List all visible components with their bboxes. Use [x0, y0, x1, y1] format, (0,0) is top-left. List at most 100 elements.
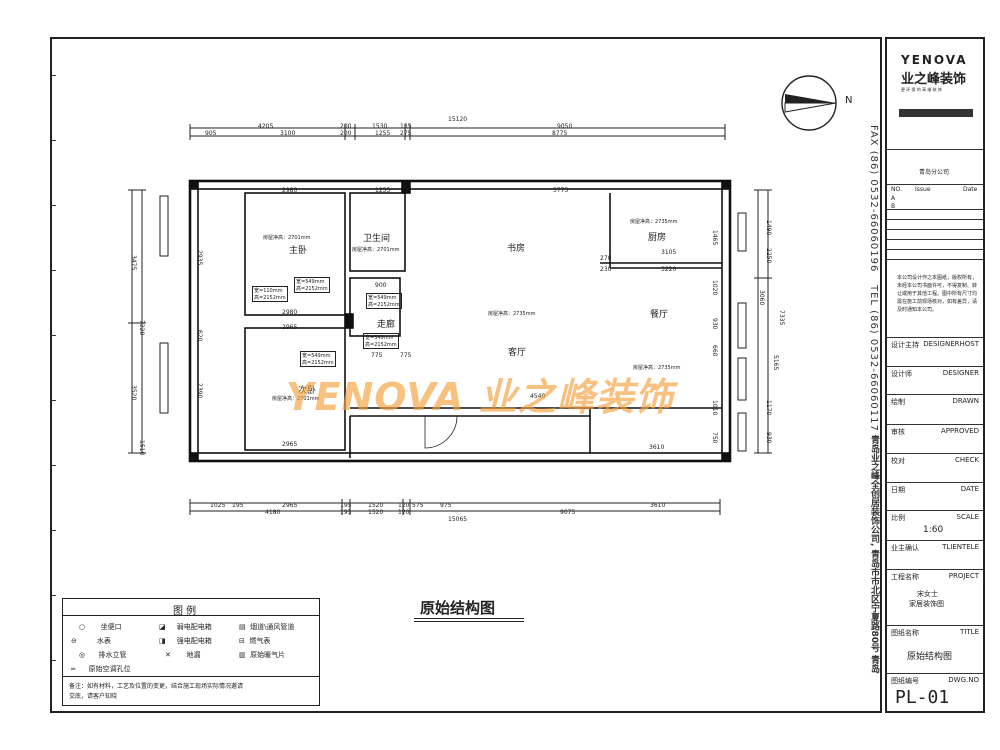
- dim-label: 3060: [758, 290, 765, 306]
- dwg-number: PL-01: [895, 687, 950, 708]
- drawing-frame: [50, 37, 882, 713]
- flue-duct-icon: ▤: [239, 623, 246, 631]
- dim-label: 2965: [282, 502, 298, 509]
- rev-no: NO.: [891, 186, 902, 193]
- dim-label: 1025: [210, 502, 226, 509]
- dim-label: 1010: [711, 400, 718, 416]
- dim-label: 135: [400, 123, 412, 130]
- dim-label: 575: [412, 502, 424, 509]
- dim-label: 5775: [553, 187, 569, 194]
- dim-label: 1510: [138, 440, 145, 456]
- scale-value: 1:60: [923, 525, 944, 535]
- floor-plan: [128, 124, 772, 515]
- dim-label: 7220: [138, 320, 145, 336]
- dim-label: 275: [400, 130, 412, 137]
- dim-label: 120: [398, 502, 410, 509]
- legend-item: ⊖ 水表: [71, 637, 111, 645]
- tel-text: TEL (86) 0532-66060117: [868, 285, 879, 432]
- dim-label: 1465: [711, 230, 718, 246]
- dim-label: 270: [600, 255, 612, 262]
- gas-meter-icon: ⊟: [239, 637, 245, 645]
- branch-name: 青岛分公司: [919, 169, 950, 176]
- project-desc: 家居装饰图: [909, 600, 944, 608]
- edge-tick: [50, 140, 56, 141]
- dim-label: 195: [232, 502, 244, 509]
- legend-item: ◨ 强电配电箱: [159, 637, 212, 645]
- dim-label: 2965: [282, 324, 298, 331]
- legend-title: 图 例: [173, 606, 197, 617]
- edge-tick: [50, 205, 56, 206]
- ceiling-note: 房屋净高：2701mm: [272, 396, 320, 402]
- dim-label: 8775: [552, 130, 568, 137]
- dim-label: 620: [196, 330, 203, 342]
- dim-label: 200: [340, 130, 352, 137]
- dim-label: 7335: [778, 310, 785, 326]
- edge-tick: [50, 270, 56, 271]
- dim-label: 4180: [265, 509, 281, 516]
- rev-b: B: [891, 203, 896, 210]
- watermark: YENOVA 业之峰装饰: [286, 375, 674, 419]
- title-underline: [414, 618, 524, 619]
- dim-label: 750: [711, 432, 718, 444]
- toilet-outlet-icon: ○: [79, 623, 86, 631]
- ac-hole-icon: ═: [71, 665, 76, 673]
- copyright-notice: 本公司设计作之本图纸，版权所有，未经本公司书面许可，不得复制、转让或用于其他工程…: [897, 275, 978, 313]
- ceiling-note: 房屋净高：2735mm: [488, 311, 536, 317]
- dim-label: 9050: [557, 123, 573, 130]
- edge-tick: [50, 595, 56, 596]
- dim-label: 1170: [765, 400, 772, 416]
- dim-label: 2250: [765, 248, 772, 264]
- floor-drain-icon: ✕: [165, 651, 171, 659]
- legend-item: ═ 原始空调孔位: [71, 665, 131, 673]
- edge-tick: [50, 335, 56, 336]
- legend-item: ◪ 弱电配电箱: [159, 623, 212, 631]
- address-text: 青岛业之峰全创居装饰公司, 青岛市市北区宁夏路80号 青岛: [869, 435, 879, 674]
- dim-label: 3610: [649, 444, 665, 451]
- ceiling-note: 房屋净高：2735mm: [630, 219, 678, 225]
- radiator-icon: ▥: [239, 651, 246, 659]
- rev-a: A: [891, 195, 896, 202]
- dim-label: 9075: [560, 509, 576, 516]
- dim-label: 230: [600, 266, 612, 273]
- dim-label: 3475: [130, 255, 137, 271]
- compass-label: N: [845, 95, 853, 106]
- brand-logo: YENOVA: [901, 53, 968, 67]
- dim-label: 930: [711, 318, 718, 330]
- logo-bar: [899, 109, 973, 117]
- ceiling-note: 房屋净高：2701mm: [352, 247, 400, 253]
- dim-label: 4540: [530, 393, 546, 400]
- title-value: 原始结构图: [907, 652, 953, 662]
- edge-tick: [50, 75, 56, 76]
- divider: [63, 676, 319, 677]
- dim-label: 1020: [711, 280, 718, 296]
- dim-label: 3520: [130, 385, 137, 401]
- room-label-kitchen: 厨房: [648, 233, 667, 243]
- dim-label: 3105: [661, 249, 677, 256]
- title-underline: [414, 621, 524, 622]
- legend-remark: 交底，请客户知晓: [69, 693, 118, 700]
- drain-pipe-icon: ◎: [79, 651, 86, 659]
- divider: [63, 615, 319, 616]
- edge-tick: [50, 400, 56, 401]
- legend-item: ✕ 地漏: [165, 651, 201, 659]
- dim-label: 2980: [282, 309, 298, 316]
- dim-label: 775: [400, 352, 412, 359]
- dim-total: 15065: [448, 516, 468, 523]
- dim-label: 195: [340, 502, 352, 509]
- dim-label: 775: [371, 352, 383, 359]
- dim-label: 5165: [772, 355, 779, 371]
- legend-item: ⊟ 燃气表: [239, 637, 271, 645]
- water-meter-icon: ⊖: [71, 637, 77, 645]
- dim-label: 2965: [282, 441, 298, 448]
- dim-label: 930: [765, 432, 772, 444]
- dim-label: 1520: [368, 509, 384, 516]
- legend-item: ▤ 烟道\通风管道: [239, 623, 295, 631]
- weak-electric-box-icon: ◪: [159, 623, 166, 631]
- room-label-corridor: 走廊: [377, 320, 396, 330]
- legend-remark: 备注：如有材料，工艺及位置的变更，结合施工现场实际情况邀请: [69, 683, 244, 690]
